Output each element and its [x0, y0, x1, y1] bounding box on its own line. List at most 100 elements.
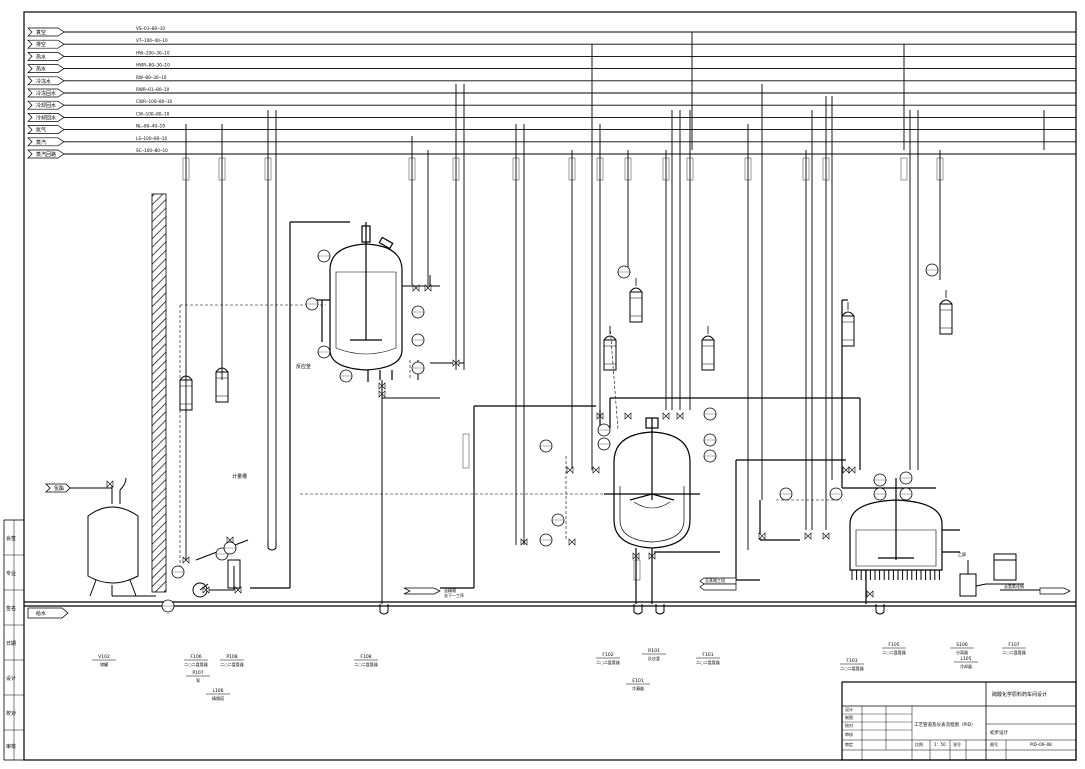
- valve: [226, 536, 234, 544]
- reactor-r3: [759, 299, 960, 604]
- valve: [452, 359, 460, 367]
- condenser: [841, 302, 855, 347]
- tank-label: 计量槽: [232, 473, 247, 480]
- instrument-bubble: [317, 249, 331, 263]
- instrument-bubble: [317, 345, 331, 359]
- equipment-name: 储罐: [100, 661, 108, 667]
- condensers: [179, 278, 953, 411]
- instrument-bubble: [411, 333, 425, 347]
- equipment-code: L105: [960, 656, 971, 662]
- utility-arrow: [27, 88, 65, 98]
- valve: [378, 390, 386, 398]
- valve: [520, 538, 528, 546]
- utility-arrow: [27, 137, 65, 147]
- out-label-b: 去下一工序: [444, 592, 464, 598]
- water-feed-arrow: 给水: [27, 607, 69, 619]
- condenser: [215, 358, 229, 403]
- equipment-name: 二○二盘管器: [696, 659, 720, 665]
- out-label-a: 去精馏: [444, 587, 456, 593]
- drawing-border: [23, 11, 1077, 761]
- equipment-code: S106: [956, 642, 968, 648]
- equipment-code: P107: [192, 670, 203, 676]
- utility-code: RWR─01─80─10: [136, 87, 170, 92]
- utility-code: VT─100─40─10: [136, 38, 168, 43]
- equipment-name: 反应釜: [648, 655, 660, 661]
- instrument-bubble: [171, 565, 185, 579]
- side-strip: 会签 专业 签名 日期 设计 校对 审核: [3, 519, 25, 761]
- reactor-r2: [440, 397, 861, 604]
- utility-tag: 冷却回水: [36, 102, 56, 109]
- instrument-bubble: [339, 369, 353, 383]
- utility-code: RW─80─30─10: [136, 75, 167, 80]
- equipment-name: 二○二盘管器: [882, 649, 906, 655]
- side-strip-text: 校对: [6, 710, 16, 717]
- valve: [624, 412, 632, 420]
- instrument-bubble: [305, 297, 319, 311]
- project-title: 硫酸化学原料药车间设计: [992, 691, 1047, 698]
- equipment-name: 精馏塔: [212, 695, 224, 701]
- reactor-r1: [250, 221, 403, 589]
- utility-arrow: [27, 52, 65, 61]
- instrument-bubble: [539, 533, 553, 547]
- equipment-code: F108: [360, 654, 371, 660]
- out-label-d: 去氢氧化钠: [1004, 583, 1024, 589]
- equipment-code: V102: [98, 654, 110, 660]
- valve: [842, 466, 850, 474]
- valve: [758, 532, 766, 540]
- instrument-bubble: [703, 407, 717, 421]
- instrument-bubble: [223, 541, 237, 555]
- title-row: 审核: [845, 731, 853, 737]
- equipment-code: L106: [212, 688, 223, 694]
- condenser: [629, 278, 643, 323]
- condenser: [939, 290, 953, 335]
- instrument-bubble: [779, 487, 793, 501]
- utility-code: LS─100─80─10: [136, 136, 168, 141]
- valve: [568, 538, 576, 546]
- equipment-code: E101: [632, 678, 644, 684]
- reactor1-label: 反应釜: [296, 363, 311, 370]
- instrument-bubble: [925, 263, 939, 277]
- utility-tag: 热水: [36, 53, 46, 60]
- utility-arrow: [27, 39, 65, 49]
- utility-code: SC─100─80─10: [136, 148, 168, 153]
- valve: [866, 590, 874, 598]
- valve: [412, 284, 420, 292]
- utility-tag: 氮气: [36, 127, 46, 134]
- utility-tag: 热水: [36, 66, 46, 73]
- utility-arrow: [27, 149, 65, 159]
- footer-sheet-label: 张号: [953, 741, 961, 747]
- instrument-bubble: [617, 265, 631, 279]
- equipment-code: F105: [888, 642, 899, 648]
- condenser: [179, 366, 193, 411]
- equipment-code: F106: [190, 654, 201, 660]
- valve: [182, 556, 190, 564]
- equipment-name: 二○二盘管器: [184, 661, 208, 667]
- valve: [234, 586, 242, 594]
- side-strip-text: 审核: [6, 743, 16, 750]
- condenser: [701, 326, 715, 371]
- valve: [648, 552, 656, 560]
- valve: [804, 532, 812, 540]
- side-strip-text: 会签: [6, 535, 16, 542]
- design-stage: 初步设计: [990, 729, 1008, 736]
- header-u-bends: [267, 540, 885, 615]
- output-arrows: 去精馏 去下一工序 至蒸馏工段 去氢氧化钠: [403, 577, 1071, 598]
- utility-tag: 冷冻水: [36, 78, 51, 85]
- instrument-bubble: [551, 513, 565, 527]
- instrument-bubble: [873, 487, 887, 501]
